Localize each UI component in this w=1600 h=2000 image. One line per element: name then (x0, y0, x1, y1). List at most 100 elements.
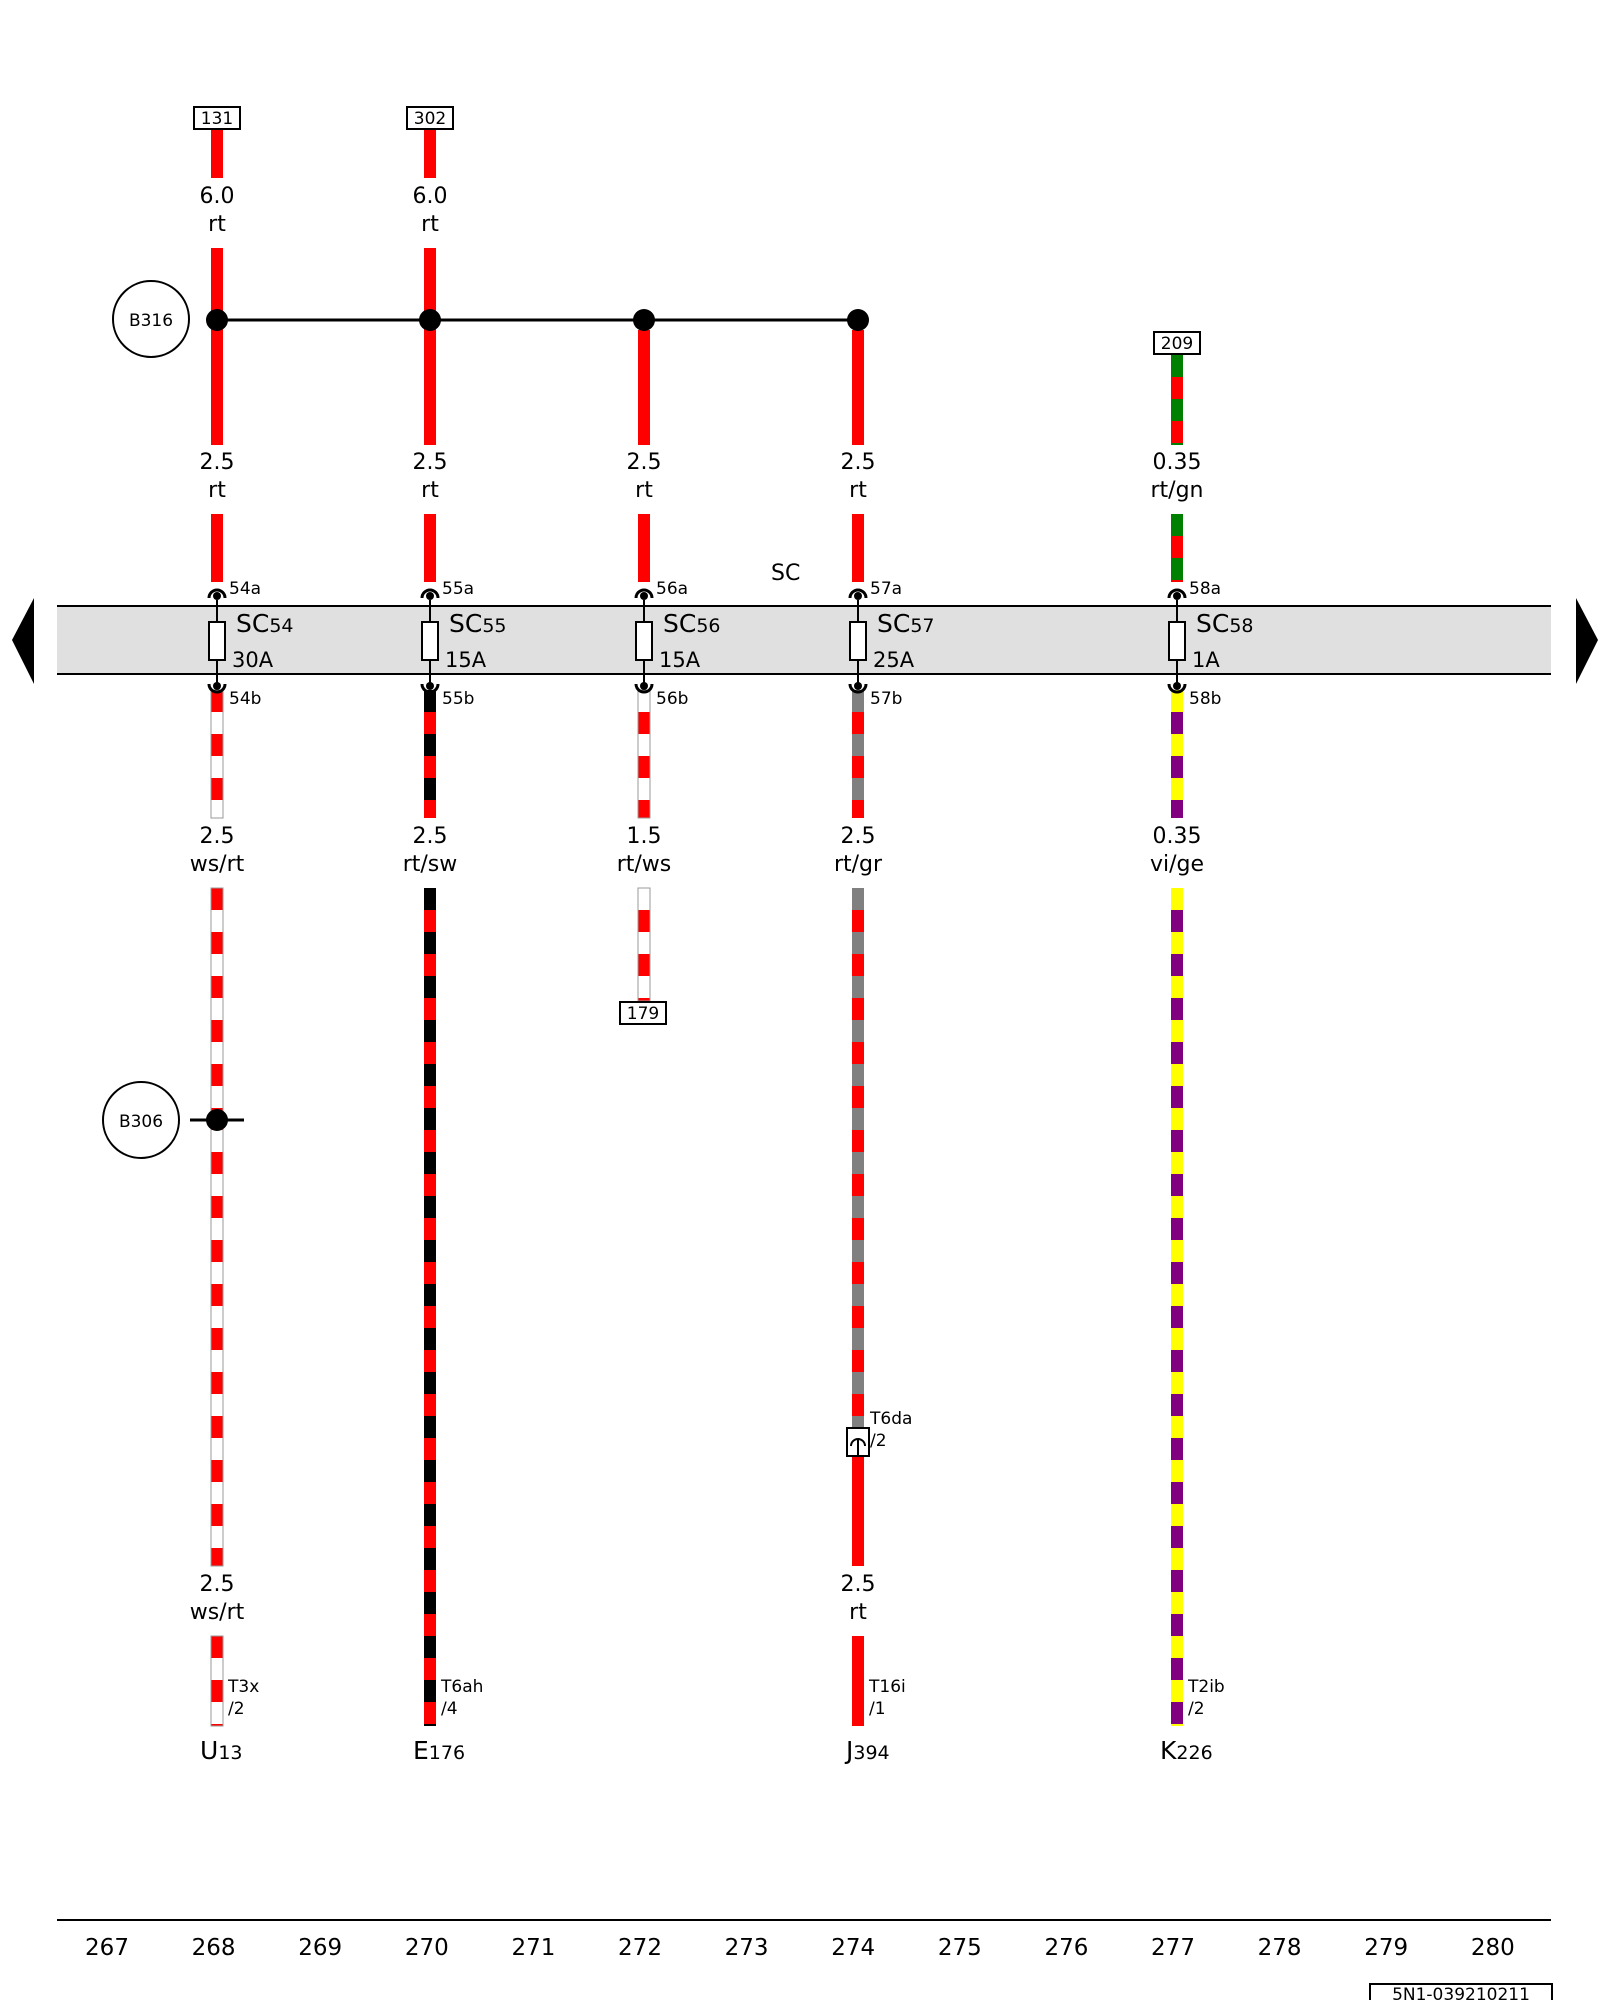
wire-274-mid[interactable] (852, 330, 864, 445)
ref-box-label: 302 (414, 109, 446, 129)
ruler-label: 272 (618, 1935, 662, 1961)
fuse-sc55[interactable]: 55a 55b SC55 15A (420, 579, 507, 709)
page-next-arrow[interactable] (1576, 598, 1598, 684)
wire-size-label: 2.5 (841, 1572, 876, 1597)
fuse-sc57[interactable]: 57a 57b SC57 25A (848, 579, 935, 709)
component-j394[interactable]: J394 (844, 1736, 890, 1765)
page-prev-arrow[interactable] (12, 598, 34, 684)
fuse-out-pin: 57b (870, 689, 902, 709)
fuse-name-number: 58 (1229, 615, 1253, 637)
ruler-label: 279 (1364, 1935, 1408, 1961)
fuse-out-pin: 55b (442, 689, 474, 709)
wire-color-label: rt (208, 478, 226, 503)
fuse-rating: 15A (445, 648, 487, 672)
ref-box-label: 209 (1161, 334, 1193, 354)
ref-box-209[interactable]: 209 (1153, 331, 1201, 355)
ruler-label: 278 (1258, 1935, 1302, 1961)
fuse-name-prefix: SC (236, 609, 269, 638)
fuse-name-number: 56 (696, 615, 720, 637)
wire-274-feed[interactable] (852, 514, 864, 582)
wire-270-low[interactable] (424, 690, 436, 818)
wire-size-label: 0.35 (1153, 450, 1202, 475)
doc-id: 5N1-039210211 (1392, 1985, 1530, 2000)
wire-274-end[interactable] (852, 1636, 864, 1726)
ruler-label: 274 (831, 1935, 875, 1961)
wire-268-feed[interactable] (211, 514, 223, 582)
fuse-name: SC57 (877, 609, 935, 638)
wire-268-top[interactable] (211, 130, 223, 178)
wire-274-run[interactable] (852, 888, 864, 1427)
splice-dot (206, 309, 228, 331)
wire-272-mid[interactable] (638, 330, 650, 445)
wire-size-label: 2.5 (841, 450, 876, 475)
wire-272-low[interactable] (637, 689, 651, 819)
ref-box-302[interactable]: 302 (406, 106, 454, 130)
wire-277-run[interactable] (1171, 888, 1183, 1726)
wire-layer (210, 130, 1183, 1727)
component-letter: U (200, 1736, 218, 1765)
fuse-name-number: 55 (482, 615, 506, 637)
wire-268-mid[interactable] (211, 248, 223, 445)
wire-277-low[interactable] (1171, 690, 1183, 818)
wire-277-feed[interactable] (1171, 514, 1183, 582)
wire-277-mid[interactable] (1171, 355, 1183, 445)
wire-color-label: rt (849, 478, 867, 503)
wire-size-label: 2.5 (841, 824, 876, 849)
fuse-name: SC56 (663, 609, 721, 638)
wire-size-label: 2.5 (200, 1572, 235, 1597)
component-number: 226 (1176, 1742, 1212, 1764)
fuse-name-prefix: SC (449, 609, 482, 638)
component-u13[interactable]: U13 (200, 1736, 243, 1765)
wire-color-label: vi/ge (1150, 852, 1204, 877)
component-letter: J (844, 1736, 853, 1765)
wire-270-mid[interactable] (424, 248, 436, 445)
wire-270-top[interactable] (424, 130, 436, 178)
splice-dot (419, 309, 441, 331)
ruler-label: 280 (1471, 1935, 1515, 1961)
fuse-sc58[interactable]: 58a 58b SC58 1A (1167, 579, 1254, 709)
component-number: 13 (218, 1742, 242, 1764)
ruler-label: 267 (85, 1935, 129, 1961)
fuse-name: SC54 (236, 609, 294, 638)
wire-size-label: 1.5 (627, 824, 662, 849)
component-e176[interactable]: E176 (413, 1736, 465, 1765)
fuse-rating: 1A (1192, 648, 1220, 672)
connector-t3x-name: T3x (227, 1677, 259, 1697)
connector-t2ib-name: T2ib (1187, 1677, 1225, 1697)
splice-dot (206, 1109, 228, 1131)
fuse-name-number: 54 (269, 615, 293, 637)
wire-color-label: rt (635, 478, 653, 503)
fuse-sc56[interactable]: 56a 56b SC56 15A (634, 579, 721, 709)
fuse-in-pin: 56a (656, 579, 688, 599)
ruler-label: 273 (725, 1935, 769, 1961)
wire-274-after-connector[interactable] (852, 1457, 864, 1566)
ref-box-179[interactable]: 179 (619, 1001, 667, 1025)
ruler-label: 269 (298, 1935, 342, 1961)
ruler-label: 270 (405, 1935, 449, 1961)
wire-270-run[interactable] (424, 888, 436, 1726)
connector-t3x-pin: /2 (228, 1699, 245, 1719)
fuse-name-prefix: SC (663, 609, 696, 638)
wire-268-run[interactable] (210, 887, 224, 1567)
fuse-panel-label: SC (771, 561, 800, 586)
ruler-label: 276 (1044, 1935, 1088, 1961)
wire-size-label: 2.5 (627, 450, 662, 475)
connector-t6da[interactable]: T6da /2 (846, 1409, 912, 1457)
wire-268-end[interactable] (210, 1635, 224, 1727)
ruler-label: 277 (1151, 1935, 1195, 1961)
wire-268-low[interactable] (210, 689, 224, 819)
fuse-name-prefix: SC (877, 609, 910, 638)
fuse-in-pin: 57a (870, 579, 902, 599)
fuse-name: SC58 (1196, 609, 1254, 638)
fuse-panel (57, 606, 1551, 674)
fuse-sc54[interactable]: 54a 54b SC54 30A (207, 579, 294, 709)
component-letter: K (1160, 1736, 1177, 1765)
wire-274-low[interactable] (852, 690, 864, 818)
wire-272-run[interactable] (637, 887, 651, 1002)
component-k226[interactable]: K226 (1160, 1736, 1213, 1765)
wire-270-feed[interactable] (424, 514, 436, 582)
wire-272-feed[interactable] (638, 514, 650, 582)
wire-color-label: rt/sw (403, 852, 458, 877)
wire-size-label: 2.5 (413, 450, 448, 475)
ref-box-131[interactable]: 131 (193, 106, 241, 130)
